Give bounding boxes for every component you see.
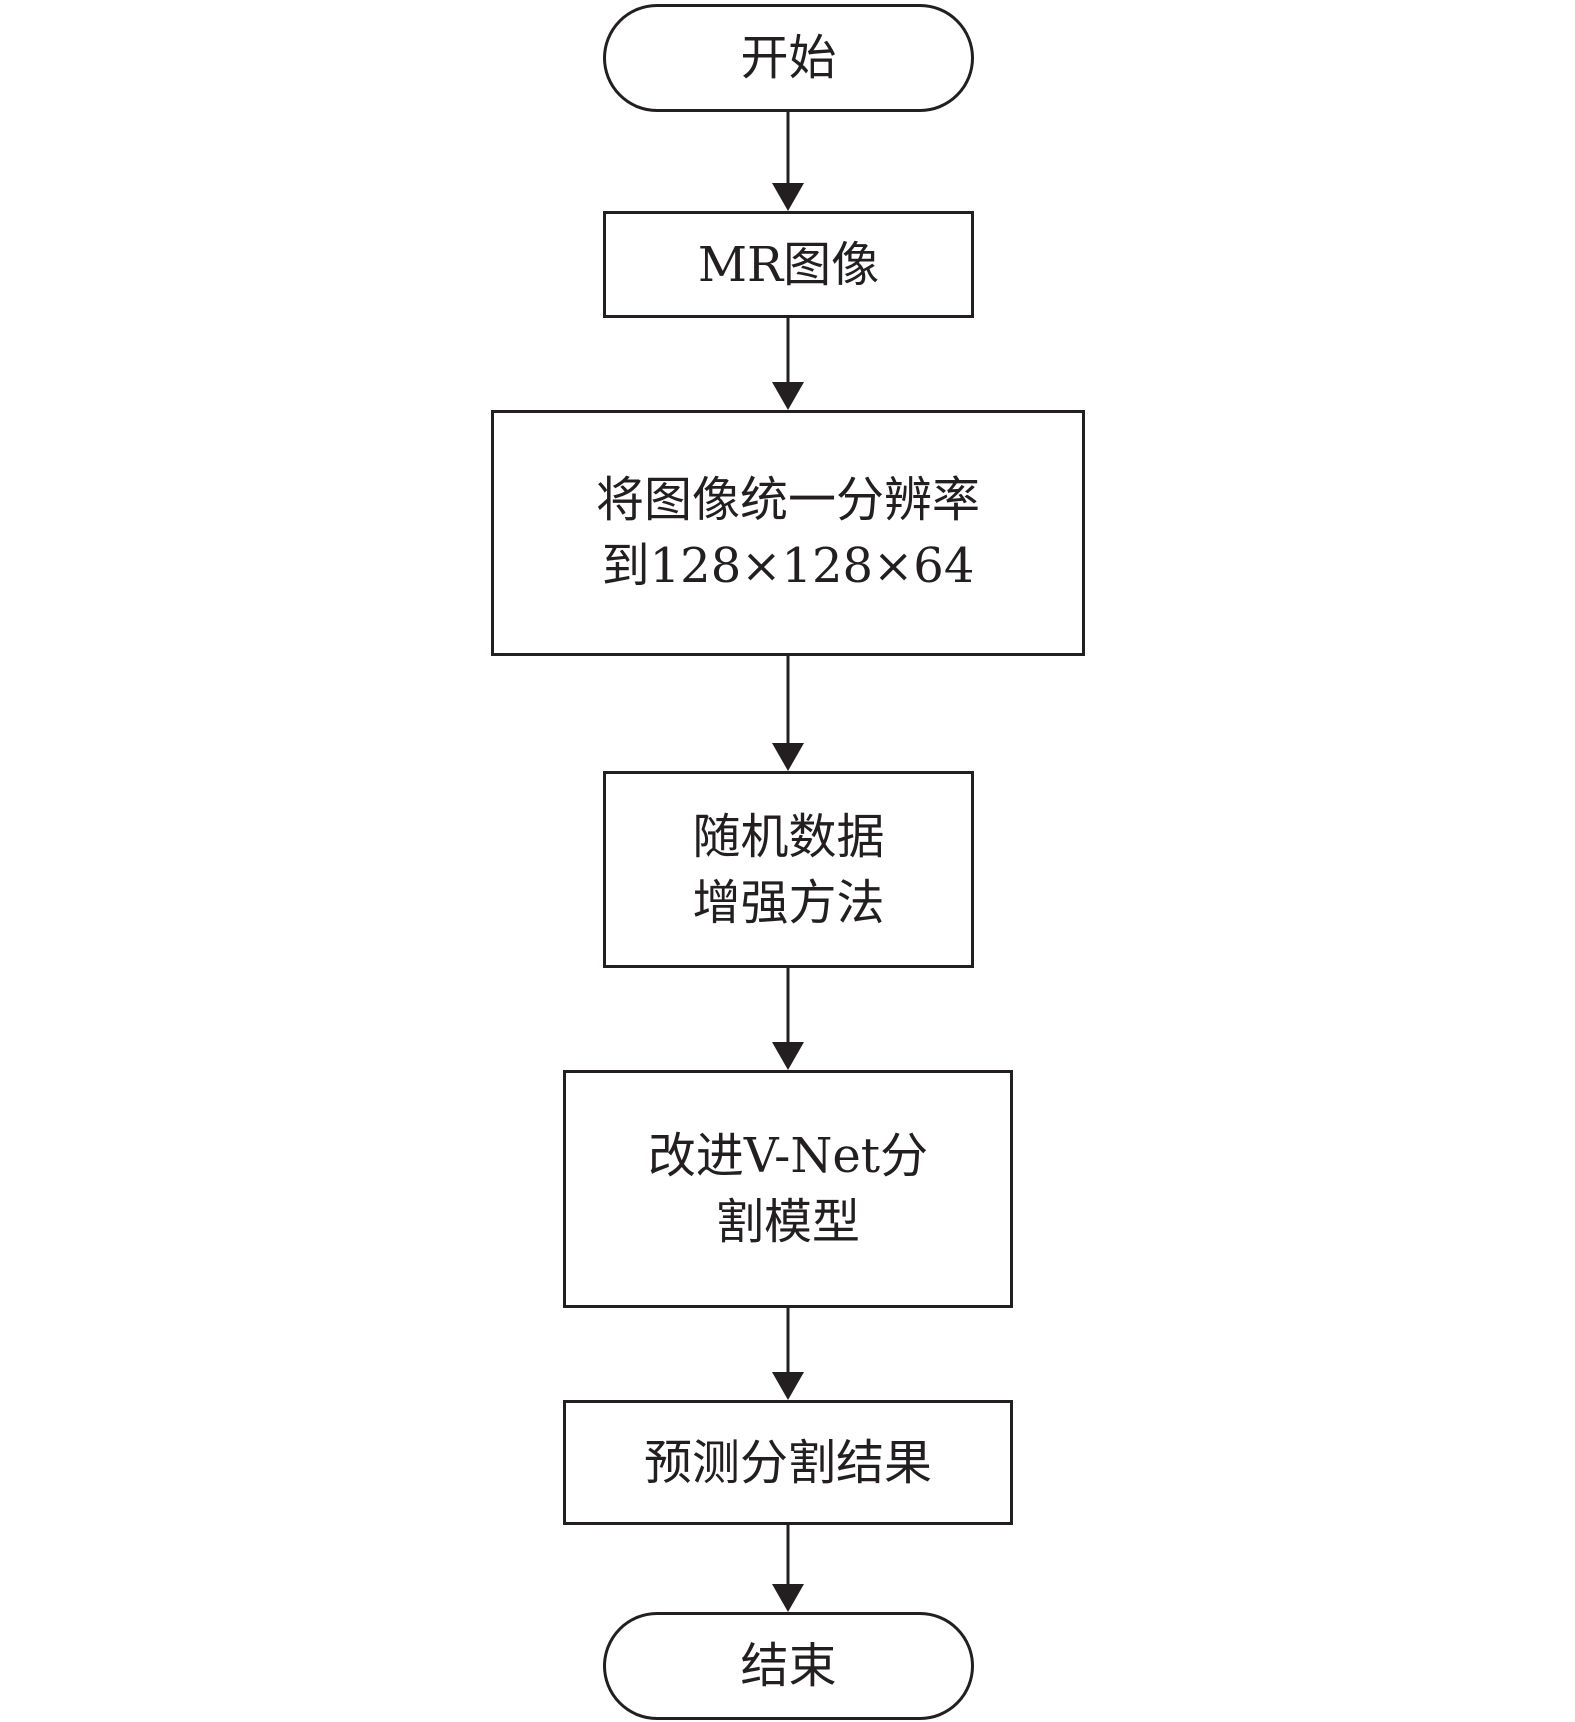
unify-resolution-text: 将图像统一分辨率 到128×128×64 [596, 467, 980, 599]
start-terminal: 开始 [603, 4, 974, 112]
arrow-predict-result-to-end [772, 1525, 804, 1612]
start-label: 开始 [740, 30, 837, 86]
unify-resolution-line-1: 将图像统一分辨率 [595, 472, 980, 528]
vnet-model-text: 改进V-Net分 割模型 [648, 1123, 928, 1255]
mr-image-label: MR图像 [697, 236, 880, 293]
data-augmentation-line-1: 随机数据 [692, 808, 885, 865]
mr-image-step: MR图像 [603, 211, 974, 318]
vnet-model-step: 改进V-Net分 割模型 [563, 1070, 1013, 1308]
predict-result-label: 预测分割结果 [643, 1434, 932, 1491]
unify-resolution-step: 将图像统一分辨率 到128×128×64 [491, 410, 1085, 656]
data-augmentation-line-2: 增强方法 [692, 874, 885, 931]
arrow-data-augmentation-to-vnet-model [772, 968, 804, 1070]
vnet-model-line-2: 割模型 [715, 1194, 860, 1250]
unify-resolution-line-2: 到128×128×64 [601, 538, 975, 594]
predict-result-step: 预测分割结果 [563, 1400, 1013, 1525]
arrow-mr-image-to-unify-resolution [772, 318, 804, 410]
vnet-model-line-1: 改进V-Net分 [647, 1128, 929, 1184]
data-augmentation-step: 随机数据 增强方法 [603, 771, 974, 968]
end-label: 结束 [740, 1638, 837, 1694]
arrow-start-to-mr-image [772, 112, 804, 211]
arrow-unify-resolution-to-data-augmentation [772, 656, 804, 771]
end-terminal: 结束 [603, 1612, 974, 1720]
arrow-vnet-model-to-predict-result [772, 1308, 804, 1400]
data-augmentation-text: 随机数据 增强方法 [692, 804, 884, 936]
